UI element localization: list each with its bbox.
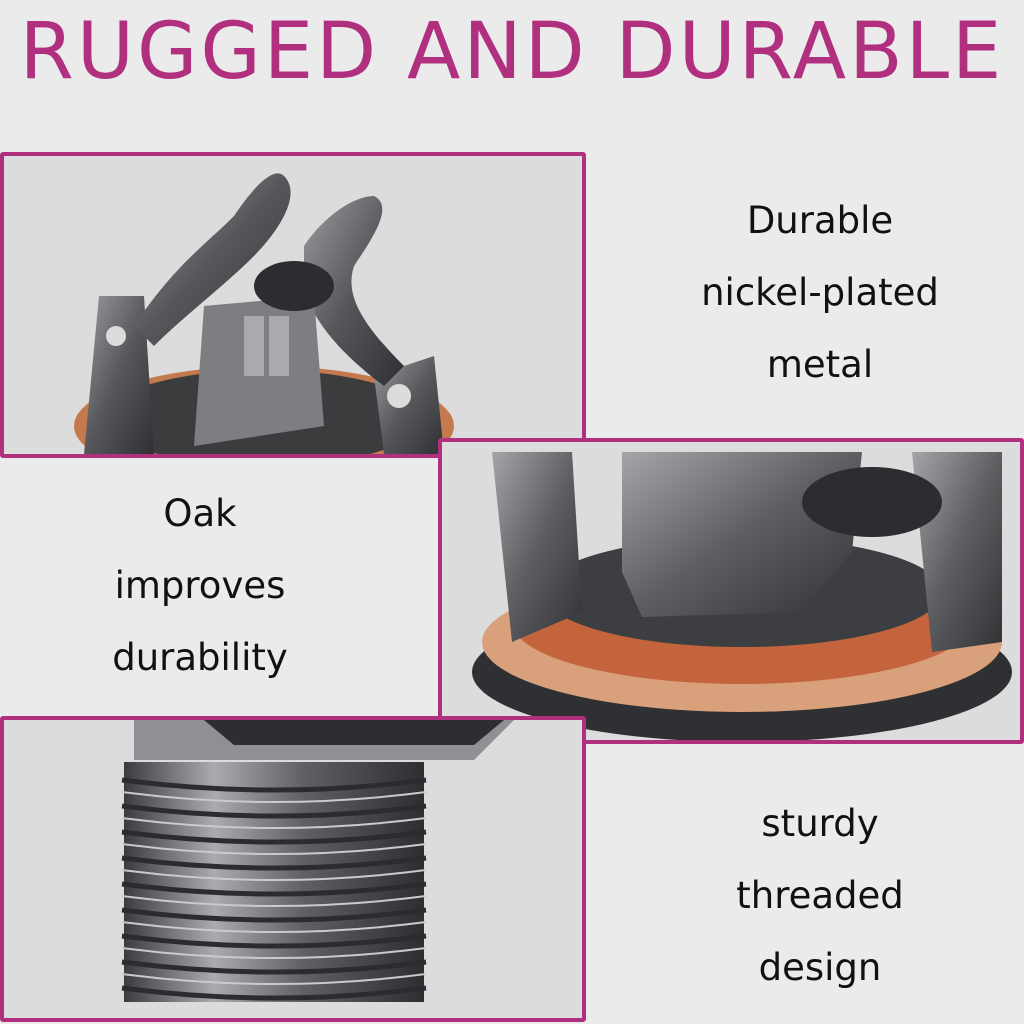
feature-image-washer (438, 438, 1024, 744)
jack-washer-closeup-icon (442, 442, 1020, 740)
caption-line: improves (114, 564, 286, 607)
caption-line: durability (112, 636, 288, 679)
jack-contacts-closeup-icon (4, 156, 582, 454)
headline: RUGGED AND DURABLE (19, 7, 1005, 97)
threaded-barrel-closeup-icon (4, 720, 582, 1018)
feature-caption-metal: Durable nickel-plated metal (630, 185, 1010, 401)
feature-caption-oak: Oak improves durability (0, 478, 400, 694)
caption-line: nickel-plated (701, 271, 939, 314)
caption-line: Oak (163, 492, 237, 535)
caption-line: sturdy (761, 802, 879, 845)
caption-line: metal (766, 343, 874, 386)
feature-caption-thread: sturdy threaded design (630, 788, 1010, 1004)
feature-image-thread (0, 716, 586, 1022)
caption-line: threaded (736, 874, 904, 917)
caption-line: design (758, 946, 882, 989)
caption-line: Durable (746, 199, 894, 242)
feature-image-contacts (0, 152, 586, 458)
